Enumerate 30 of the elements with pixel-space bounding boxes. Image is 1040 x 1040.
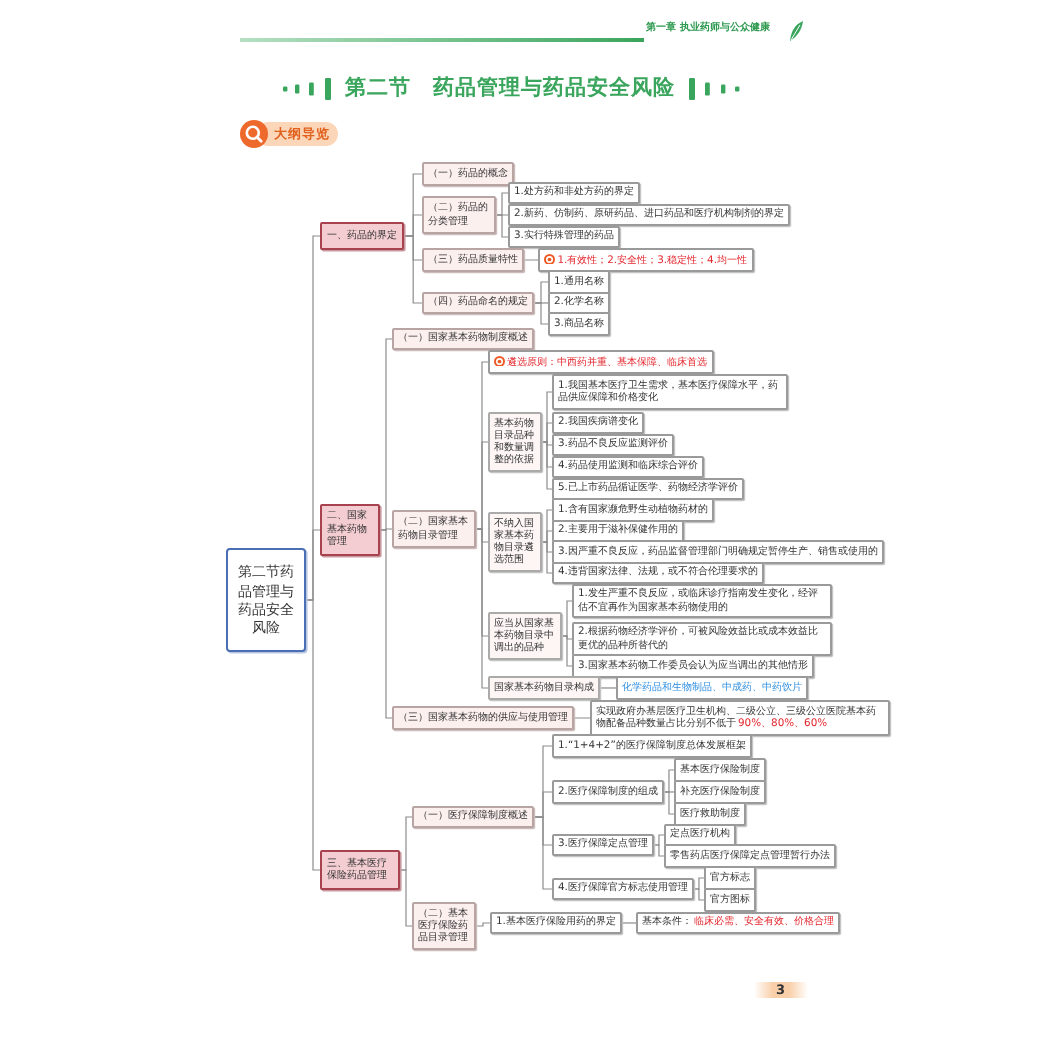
topic-box (636, 911, 840, 934)
connector (541, 541, 553, 574)
connector (561, 600, 573, 637)
connector (475, 441, 489, 530)
connector (533, 816, 553, 890)
topic-box (538, 248, 753, 272)
section-title: 第二节 药品管理与药品安全风险 (345, 77, 675, 99)
connector (475, 528, 489, 689)
connector (523, 259, 539, 261)
connector (561, 635, 573, 667)
connector (403, 235, 423, 304)
connector (663, 769, 675, 793)
connector (663, 791, 675, 815)
connector (599, 687, 617, 689)
connector (379, 529, 393, 719)
connector (379, 338, 393, 531)
connector (475, 922, 491, 927)
connector (399, 816, 413, 871)
connector (573, 717, 591, 719)
topic-box (488, 350, 714, 374)
connector (533, 302, 549, 325)
topic-box (590, 700, 890, 736)
connector (541, 441, 553, 490)
connector (621, 922, 637, 924)
connector (399, 869, 413, 927)
connector (495, 214, 509, 238)
connector (541, 530, 553, 543)
connector (305, 599, 321, 871)
connector (541, 422, 553, 443)
connector (495, 192, 509, 216)
